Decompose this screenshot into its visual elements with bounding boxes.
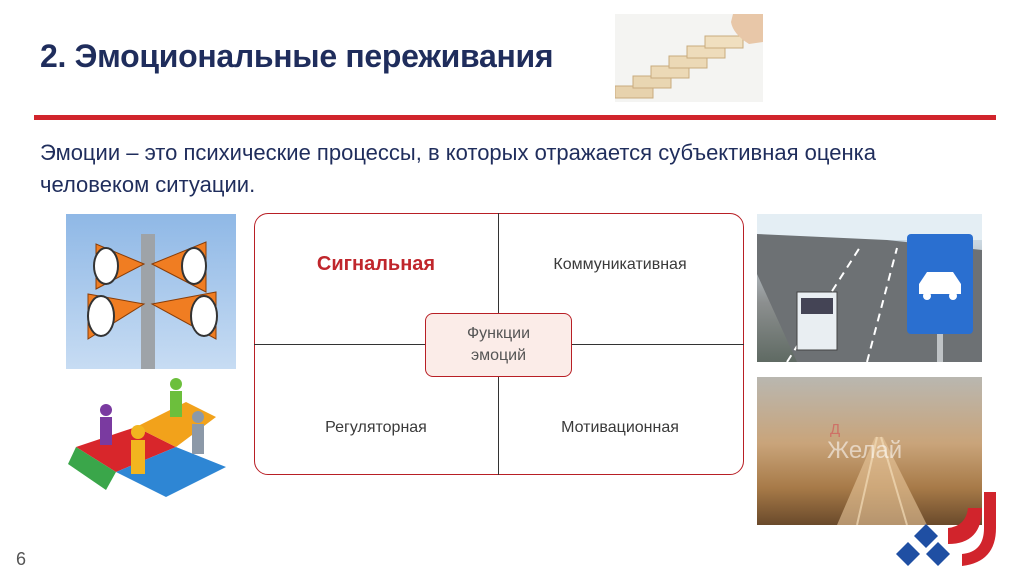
loudspeakers-image <box>66 214 236 369</box>
slide-title: 2. Эмоциональные переживания <box>40 38 553 75</box>
functions-center-label: Функции эмоций <box>439 323 559 367</box>
corner-logo-icon <box>896 492 996 566</box>
functions-center-box: Функции эмоций <box>425 313 572 377</box>
stairs-image <box>615 14 763 102</box>
title-divider <box>34 115 996 120</box>
puzzle-people-image <box>66 372 236 502</box>
function-signal-label: Сигнальная <box>256 253 496 276</box>
function-regulatory-label: Регуляторная <box>256 419 496 437</box>
function-motivational-label: Мотивационная <box>500 419 740 437</box>
highway-image <box>757 214 982 362</box>
desert-overlay-letter: Д <box>830 421 840 438</box>
desert-overlay-word: Желай <box>827 437 902 465</box>
page-number: 6 <box>16 549 26 570</box>
function-communicative-label: Коммуникативная <box>500 256 740 274</box>
definition-text: Эмоции – это психические процессы, в кот… <box>40 137 980 201</box>
